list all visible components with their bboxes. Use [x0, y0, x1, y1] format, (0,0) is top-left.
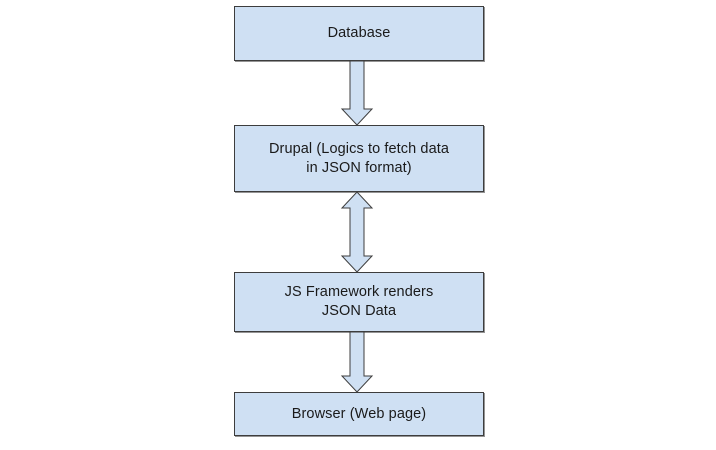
node-browser-label: Browser (Web page) [291, 405, 427, 422]
node-js-framework-label: JS Framework renders JSON Data [284, 284, 434, 319]
arrow-down-icon-js-framework-to-browser [340, 331, 374, 393]
node-drupal-label: Drupal (Logics to fetch data in JSON for… [268, 140, 450, 176]
node-js-framework[interactable]: JS Framework renders JSON Data [234, 272, 484, 332]
node-database-label: Database [327, 25, 391, 41]
node-database[interactable]: Database [234, 6, 484, 61]
node-drupal[interactable]: Drupal (Logics to fetch data in JSON for… [234, 125, 484, 192]
node-browser[interactable]: Browser (Web page) [234, 392, 484, 436]
arrow-bidirectional-icon-drupal-to-js-framework [340, 191, 374, 273]
arrow-down-icon-database-to-drupal [340, 60, 374, 126]
